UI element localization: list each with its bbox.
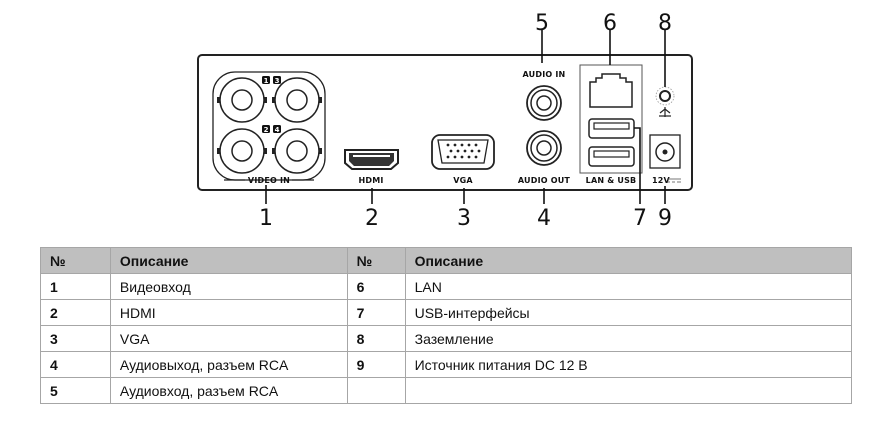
cell-description: Источник питания DC 12 В [404,351,853,378]
cell-number [346,377,406,404]
cell-number: 4 [40,351,111,378]
lan-port [589,73,633,108]
header-description-1: Описание [109,247,348,274]
bnc-connector-3 [272,77,322,123]
table-row: 3 VGA 8 Заземление [40,325,853,352]
video-in-group: 1 3 2 4 VIDEO IN [212,71,326,185]
callout-leaders [265,30,666,204]
cell-number: 1 [40,273,111,300]
cell-description: USB-интерфейсы [404,299,853,326]
port-description-table: № Описание № Описание 1 Видеовход 6 LAN … [40,247,853,404]
vga-pins [446,143,481,159]
header-number-1: № [40,247,111,274]
cell-number: 8 [346,325,406,352]
lan-usb-group: LAN & USB [579,64,643,185]
cell-number: 6 [346,273,406,300]
audio-out-label: AUDIO OUT [518,176,571,185]
lan-usb-label: LAN & USB [586,176,637,185]
callout-9: 9 [658,206,672,231]
channel-badge-1: 1 [264,77,269,85]
cell-description: LAN [404,273,853,300]
table-row: 5 Аудиовход, разъем RCA [40,377,853,404]
cell-description: VGA [109,325,348,352]
bnc-connector-2 [217,128,267,174]
power-jack: 12V [649,134,681,185]
channel-badge-3: 3 [275,77,280,85]
video-in-label: VIDEO IN [248,176,290,185]
cell-number: 7 [346,299,406,326]
channel-badge-4: 4 [275,126,280,134]
cell-description: HDMI [109,299,348,326]
cell-number: 2 [40,299,111,326]
cell-number: 3 [40,325,111,352]
audio-out-port: AUDIO OUT [518,130,571,185]
audio-in-label: AUDIO IN [523,70,566,79]
rear-panel-diagram: 1 3 2 4 VIDEO IN HDMI VGA AUDIO IN [197,11,693,231]
cell-description: Аудиовыход, разъем RCA [109,351,348,378]
bnc-connector-4 [272,128,322,174]
rear-panel-svg: 1 3 2 4 VIDEO IN HDMI VGA AUDIO IN [197,11,693,231]
audio-in-port: AUDIO IN [523,70,566,121]
cell-description: Заземление [404,325,853,352]
callout-8: 8 [658,11,672,36]
header-description-2: Описание [404,247,853,274]
cell-description: Аудиовход, разъем RCA [109,377,348,404]
device-panel [197,54,693,191]
callout-3: 3 [457,206,471,231]
channel-badge-2: 2 [264,126,269,134]
table-row: 4 Аудиовыход, разъем RCA 9 Источник пита… [40,351,853,378]
hdmi-port: HDMI [344,149,399,185]
table-header-row: № Описание № Описание [40,247,853,274]
cell-description [404,377,853,404]
hdmi-label: HDMI [358,176,383,185]
cell-description: Видеовход [109,273,348,300]
callout-4: 4 [537,206,551,231]
callout-5: 5 [535,11,549,36]
header-number-2: № [346,247,406,274]
vga-label: VGA [453,176,473,185]
cell-number: 9 [346,351,406,378]
table-row: 2 HDMI 7 USB-интерфейсы [40,299,853,326]
callout-1: 1 [259,206,273,231]
cell-number: 5 [40,377,111,404]
callout-7: 7 [633,206,647,231]
callout-6: 6 [603,11,617,36]
bnc-connector-1 [217,77,267,123]
dc-symbol-icon [667,178,681,183]
vga-port: VGA [431,134,495,185]
table-row: 1 Видеовход 6 LAN [40,273,853,300]
usb-port-2 [588,146,635,167]
power-label: 12V [652,176,671,185]
callout-2: 2 [365,206,379,231]
ground-icon [659,107,671,117]
